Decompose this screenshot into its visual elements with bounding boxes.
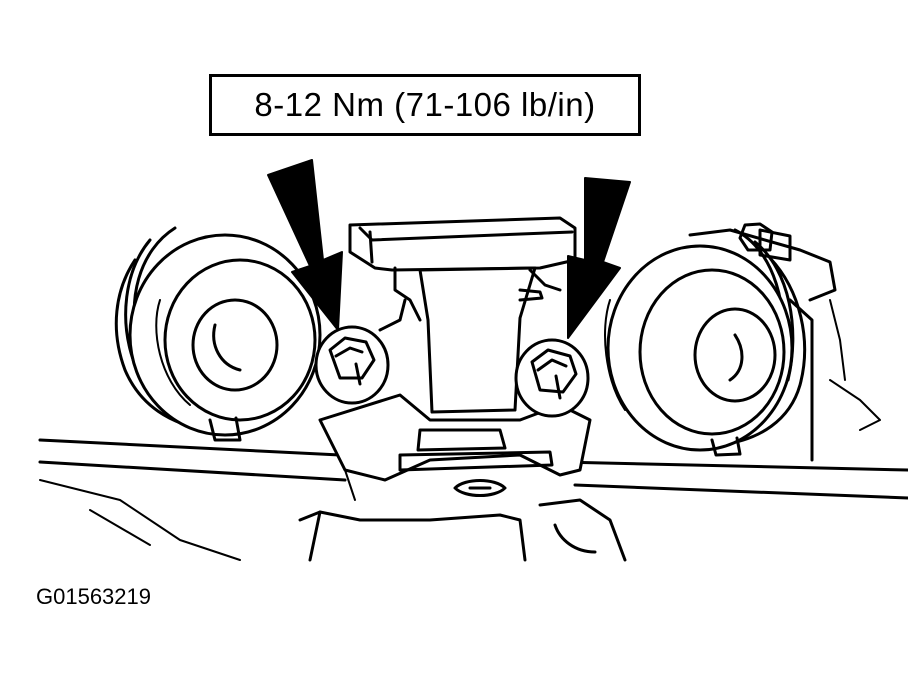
right-down-arrow-pointer-icon [567, 177, 631, 339]
horizontal-rail [38, 379, 908, 561]
figure-id-label: G01563219 [36, 584, 151, 609]
left-bearing-cap-bolt [314, 325, 390, 405]
torque-spec-callout: 8-12 Nm (71-106 lb/in) [209, 74, 641, 136]
torque-spec-label: 8-12 Nm (71-106 lb/in) [254, 86, 596, 123]
lower-chain-guide [298, 393, 627, 562]
left-down-arrow-pointer-icon [267, 159, 343, 331]
left-camshaft-sprocket [114, 226, 322, 442]
center-bearing-cap [348, 216, 577, 414]
engine-block-right [688, 222, 846, 462]
right-camshaft-sprocket [604, 228, 807, 457]
right-bearing-cap-bolt [514, 338, 590, 418]
